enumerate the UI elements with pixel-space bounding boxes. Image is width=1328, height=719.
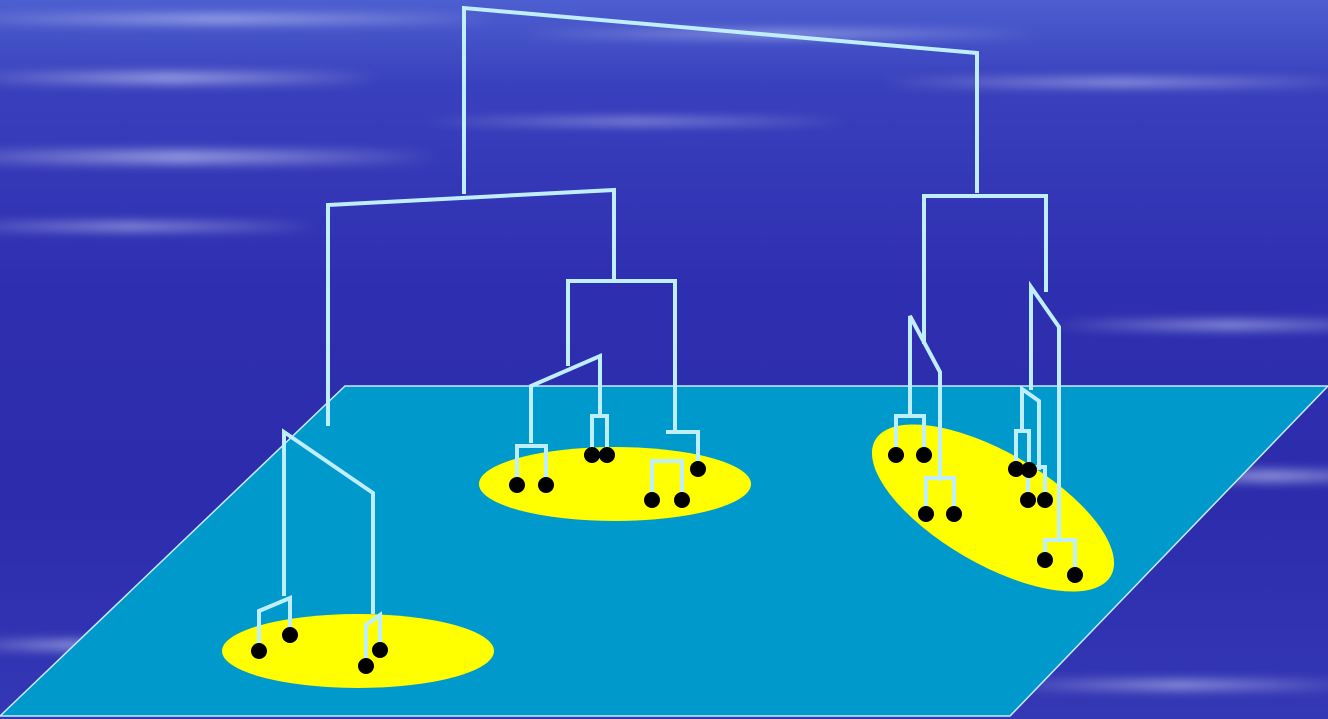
left-main-link xyxy=(326,187,616,426)
right-leaf-link xyxy=(924,476,956,513)
middle-branch-link xyxy=(566,279,677,432)
data-point xyxy=(644,492,660,508)
middle-leaf-link xyxy=(590,414,609,454)
data-point xyxy=(1067,567,1083,583)
cluster-right-region xyxy=(871,424,1115,592)
left-leaf-link xyxy=(257,594,292,651)
ground-plane xyxy=(0,385,1328,717)
background-streak xyxy=(0,72,380,84)
data-point xyxy=(1008,461,1024,477)
data-point xyxy=(372,642,388,658)
data-point xyxy=(1037,552,1053,568)
root-link xyxy=(462,5,979,194)
right-leaf-link xyxy=(894,414,926,454)
background-streak xyxy=(0,14,500,24)
middle-leaf-link xyxy=(650,459,684,499)
background-streak xyxy=(420,118,850,125)
data-point xyxy=(1021,462,1037,478)
data-point xyxy=(690,461,706,477)
data-point xyxy=(599,447,615,463)
data-point xyxy=(282,627,298,643)
data-point xyxy=(538,477,554,493)
data-point xyxy=(674,492,690,508)
background-streak xyxy=(0,150,440,164)
data-point xyxy=(1020,492,1036,508)
right-leaf-link xyxy=(1014,429,1031,469)
left-leaf-link xyxy=(364,611,382,666)
data-point xyxy=(1037,492,1053,508)
middle-leaf-link xyxy=(666,430,700,468)
right-sub-link xyxy=(1029,280,1061,539)
data-point xyxy=(946,506,962,522)
background-streak xyxy=(1050,320,1328,330)
right-main-link xyxy=(922,194,1048,344)
left-cluster-link xyxy=(282,428,375,614)
data-point xyxy=(358,658,374,674)
background-streak xyxy=(0,222,320,231)
right-leaf-link xyxy=(1043,538,1077,574)
background-streak xyxy=(880,78,1328,87)
middle-leaf-link xyxy=(515,444,548,484)
data-point xyxy=(251,643,267,659)
data-point xyxy=(888,447,904,463)
data-point xyxy=(584,447,600,463)
data-point xyxy=(509,477,525,493)
dendrogram xyxy=(257,5,1077,666)
right-leaf-link xyxy=(1026,465,1047,499)
data-points xyxy=(251,447,1083,674)
middle-sub-link xyxy=(529,352,602,443)
data-point xyxy=(918,506,934,522)
right-sub-link xyxy=(1020,385,1041,470)
data-point xyxy=(916,447,932,463)
background-streak xyxy=(1000,680,1328,690)
right-sub-link xyxy=(908,315,942,481)
